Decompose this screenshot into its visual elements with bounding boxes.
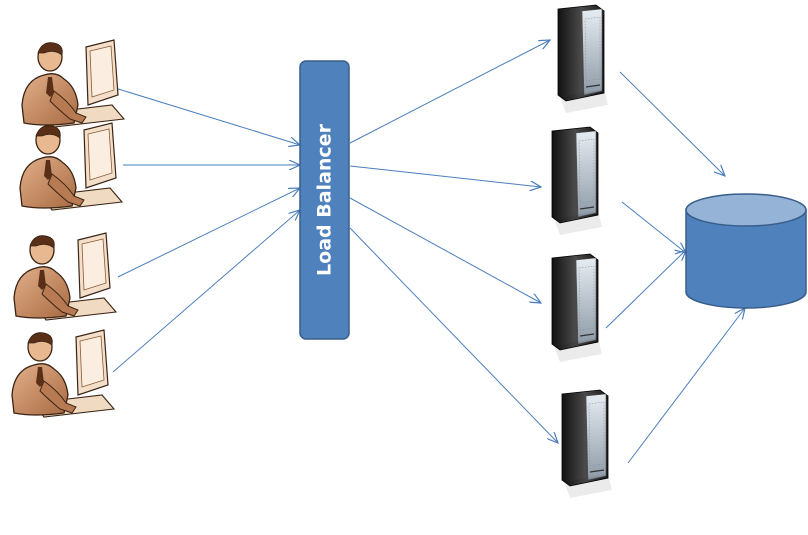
arrow-server-1 <box>349 40 550 144</box>
server-4 <box>561 389 613 499</box>
server-tower-icon <box>551 253 603 363</box>
user-to-balancer-arrows <box>112 87 300 373</box>
server-1 <box>557 4 609 114</box>
user-at-computer-icon <box>21 39 125 128</box>
user-at-computer-icon <box>19 122 123 211</box>
user-at-computer-icon <box>11 329 115 418</box>
arrow-db-3 <box>605 250 686 329</box>
server-to-database-arrows <box>605 71 745 464</box>
database <box>685 193 807 309</box>
server-3 <box>551 253 603 363</box>
load-balancer: Load Balancer <box>299 60 350 340</box>
load-balancer-box <box>299 60 350 340</box>
user-2 <box>19 122 123 211</box>
user-1 <box>21 39 125 128</box>
arrow-db-4 <box>627 308 745 464</box>
arrow-server-4 <box>349 227 558 443</box>
database-top <box>685 193 807 227</box>
server-tower-icon <box>561 389 613 499</box>
arrow-user-3 <box>117 188 300 278</box>
user-4 <box>11 329 115 418</box>
arrow-server-2 <box>349 165 541 187</box>
arrow-db-2 <box>621 201 686 253</box>
arrow-db-1 <box>619 71 725 176</box>
user-3 <box>13 232 117 321</box>
balancer-to-server-arrows <box>349 40 558 443</box>
user-at-computer-icon <box>13 232 117 321</box>
arrow-user-4 <box>112 210 300 373</box>
arrow-server-3 <box>349 197 541 303</box>
server-tower-icon <box>557 4 609 114</box>
server-2 <box>551 126 603 236</box>
arrow-user-1 <box>114 87 300 145</box>
database-cylinder-icon <box>685 209 807 309</box>
server-tower-icon <box>551 126 603 236</box>
load-balancer-label: Load Balancer <box>314 123 336 276</box>
